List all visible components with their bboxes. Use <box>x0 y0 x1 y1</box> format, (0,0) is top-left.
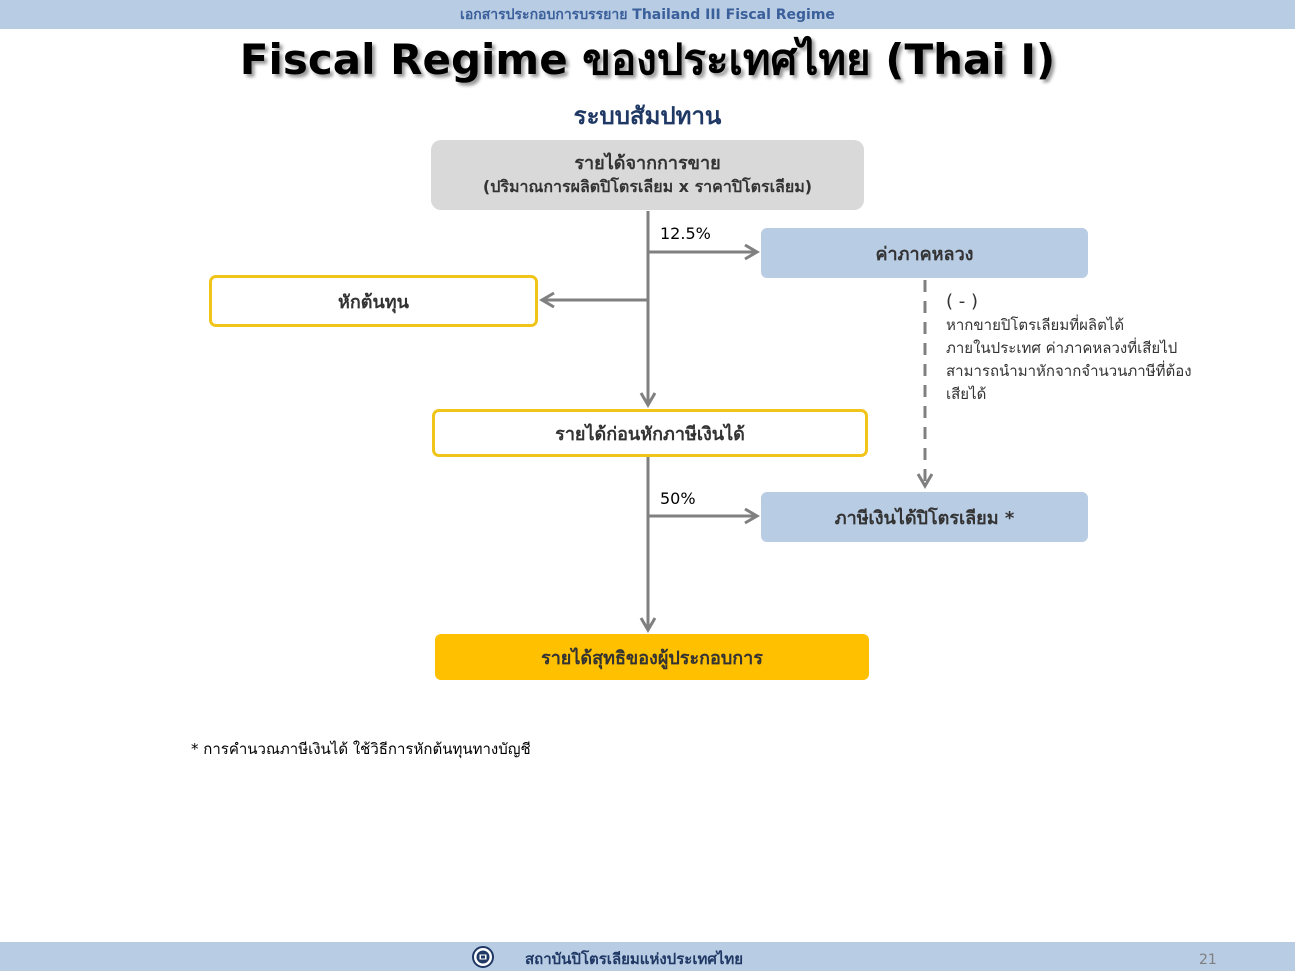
institute-logo-icon <box>472 946 494 968</box>
organization-name: สถาบันปิโตรเลียมแห่งประเทศไทย <box>525 950 744 968</box>
cost-deduction-label: หักต้นทุน <box>338 291 409 313</box>
royalty-label: ค่าภาคหลวง <box>875 243 974 265</box>
pre-tax-income-box: รายได้ก่อนหักภาษีเงินได้ <box>432 409 868 457</box>
revenue-formula: (ปริมาณการผลิตปิโตรเลียม x ราคาปิโตรเลีย… <box>482 177 813 196</box>
revenue-title: รายได้จากการขาย <box>574 153 721 174</box>
page-title: Fiscal Regime ของประเทศไทย (Thai I) <box>239 35 1056 84</box>
note-minus-sign: ( - ) <box>946 291 978 312</box>
header-bar: เอกสารประกอบการบรรยาย Thailand III Fisca… <box>0 0 1295 29</box>
footer-bar: สถาบันปิโตรเลียมแห่งประเทศไทย 21 <box>0 942 1295 971</box>
petroleum-income-tax-box: ภาษีเงินได้ปิโตรเลียม * <box>761 492 1088 542</box>
royalty-box: ค่าภาคหลวง <box>761 228 1088 278</box>
net-income-label: รายได้สุทธิของผู้ประกอบการ <box>541 647 763 669</box>
note-line-1: หากขายปิโตรเลียมที่ผลิตได้ <box>946 316 1125 334</box>
note-line-4: เสียได้ <box>946 385 987 403</box>
net-income-box: รายได้สุทธิของผู้ประกอบการ <box>435 634 869 680</box>
tax-rate-label: 50% <box>660 489 696 508</box>
footnote: * การคำนวณภาษีเงินได้ ใช้วิธีการหักต้นทุ… <box>191 740 531 758</box>
note-line-2: ภายในประเทศ ค่าภาคหลวงที่เสียไป <box>946 339 1178 357</box>
royalty-rate-label: 12.5% <box>660 224 711 243</box>
pre-tax-income-label: รายได้ก่อนหักภาษีเงินได้ <box>555 423 745 445</box>
royalty-credit-note: ( - ) หากขายปิโตรเลียมที่ผลิตได้ ภายในปร… <box>946 290 1266 406</box>
page-subtitle: ระบบสัมปทาน <box>573 102 722 130</box>
petroleum-income-tax-label: ภาษีเงินได้ปิโตรเลียม * <box>834 507 1015 529</box>
note-line-3: สามารถนำมาหักจากจำนวนภาษีที่ต้อง <box>946 362 1192 380</box>
cost-deduction-box: หักต้นทุน <box>209 275 538 327</box>
header-bar-text: เอกสารประกอบการบรรยาย Thailand III Fisca… <box>460 7 835 23</box>
page-number: 21 <box>1199 952 1217 968</box>
revenue-box: รายได้จากการขาย (ปริมาณการผลิตปิโตรเลียม… <box>431 140 864 210</box>
